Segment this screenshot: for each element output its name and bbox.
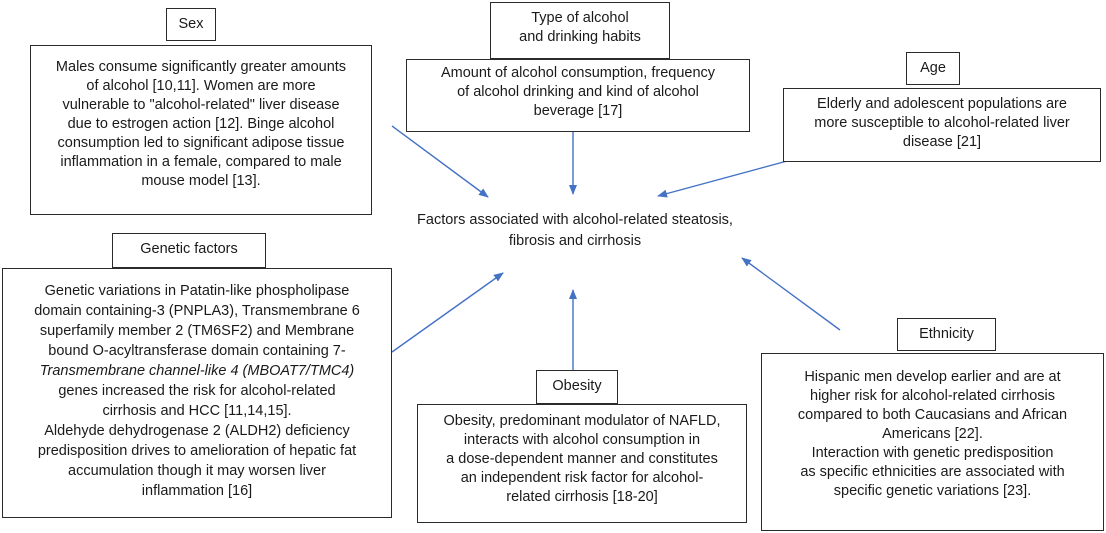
genetic-line: cirrhosis and HCC [11,14,15]. (102, 403, 292, 419)
ethnicity-label: Ethnicity (897, 318, 996, 351)
type-alcohol-line: of alcohol drinking and kind of alcohol (457, 84, 699, 100)
ethnicity-line: Hispanic men develop earlier and are at (804, 369, 1061, 385)
ethnicity-description: Hispanic men develop earlier and are at … (761, 353, 1104, 531)
sex-label: Sex (166, 8, 216, 41)
obesity-label-text: Obesity (552, 378, 602, 394)
ethnicity-line: higher risk for alcohol-related cirrhosi… (810, 388, 1055, 404)
sex-line: vulnerable to "alcohol-related" liver di… (62, 97, 340, 113)
type-alcohol-label: Type of alcohol and drinking habits (490, 2, 670, 59)
sex-description: Males consume significantly greater amou… (30, 45, 372, 215)
sex-line: of alcohol [10,11]. Women are more (86, 78, 316, 94)
central-topic-line: fibrosis and cirrhosis (508, 233, 642, 249)
genetic-line: Transmembrane channel-like 4 (MBOAT7/TMC… (39, 363, 355, 379)
sex-line: inflammation in a female, compared to ma… (60, 154, 342, 170)
genetic-line: domain containing-3 (PNPLA3), Transmembr… (34, 303, 360, 319)
genetic-line: genes increased the risk for alcohol-rel… (58, 383, 336, 399)
genetic-label: Genetic factors (112, 233, 266, 268)
sex-line: Males consume significantly greater amou… (55, 59, 347, 75)
sex-line: mouse model [13]. (141, 173, 261, 189)
genetic-line: Genetic variations in Patatin-like phosp… (44, 283, 350, 299)
arrow-genetic (391, 272, 504, 353)
ethnicity-line: Interaction with genetic predisposition (811, 445, 1054, 461)
obesity-line: an independent risk factor for alcohol- (460, 470, 704, 486)
genetic-line: predisposition drives to amelioration of… (37, 443, 357, 459)
genetic-line: superfamily member 2 (TM6SF2) and Membra… (39, 323, 355, 339)
obesity-line: interacts with alcohol consumption in (463, 432, 701, 448)
ethnicity-line: as specific ethnicities are associated w… (800, 464, 1065, 480)
age-label: Age (906, 52, 960, 85)
type-alcohol-line: Amount of alcohol consumption, frequency (440, 65, 716, 81)
age-line: more susceptible to alcohol-related live… (814, 115, 1070, 131)
age-label-text: Age (920, 60, 946, 76)
obesity-label: Obesity (536, 370, 618, 404)
genetic-line: accumulation though it may worsen liver (68, 463, 326, 479)
type-alcohol-line: beverage [17] (533, 103, 623, 119)
type-alcohol-label-text: and drinking habits (519, 29, 641, 45)
sex-line: consumption led to significant adipose t… (57, 135, 345, 151)
obesity-description: Obesity, predominant modulator of NAFLD,… (417, 404, 747, 523)
sex-line: due to estrogen action [12]. Binge alcoh… (67, 116, 335, 132)
central-topic-line: Factors associated with alcohol-related … (417, 212, 733, 228)
age-description: Elderly and adolescent populations are m… (783, 88, 1101, 162)
ethnicity-label-text: Ethnicity (919, 326, 974, 342)
ethnicity-line: compared to both Caucasians and African (797, 407, 1068, 423)
sex-label-text: Sex (178, 16, 204, 32)
type-alcohol-label-text: Type of alcohol (531, 10, 629, 26)
arrow-ethnicity (741, 257, 841, 331)
type-alcohol-description: Amount of alcohol consumption, frequency… (406, 59, 750, 132)
central-topic: Factors associated with alcohol-related … (380, 210, 770, 252)
genetic-line: inflammation [16] (141, 483, 253, 499)
age-line: disease [21] (902, 134, 982, 150)
obesity-line: Obesity, predominant modulator of NAFLD, (443, 413, 721, 429)
age-line: Elderly and adolescent populations are (817, 96, 1067, 112)
ethnicity-line: Americans [22]. (882, 426, 983, 442)
genetic-description: Genetic variations in Patatin-like phosp… (2, 268, 392, 518)
genetic-label-text: Genetic factors (140, 241, 238, 257)
ethnicity-line: specific genetic variations [23]. (833, 483, 1032, 499)
genetic-line: Aldehyde dehydrogenase 2 (ALDH2) deficie… (44, 423, 350, 439)
arrow-sex (391, 125, 489, 198)
genetic-line: bound O-acyltransferase domain containin… (48, 343, 346, 359)
obesity-line: related cirrhosis [18-20] (506, 489, 658, 505)
obesity-line: a dose-dependent manner and constitutes (446, 451, 718, 467)
